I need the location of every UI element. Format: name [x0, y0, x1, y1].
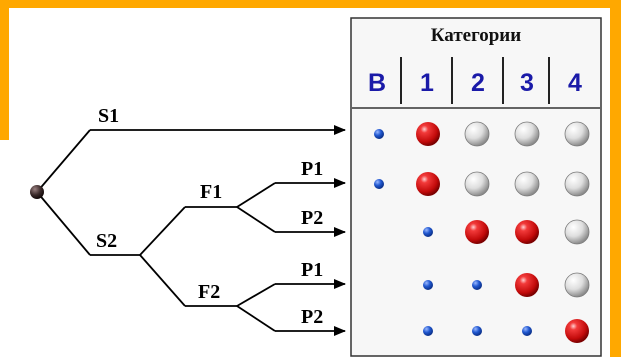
branch-f1-p2: [236, 206, 276, 233]
label-p2-upper: P2: [301, 207, 323, 229]
label-p1-upper: P1: [301, 158, 323, 180]
column-label-4: 4: [568, 69, 582, 97]
red-ball: [515, 220, 539, 244]
small-blue-dot: [423, 326, 433, 336]
white-ball: [564, 272, 590, 298]
label-p2-lower: P2: [301, 306, 323, 328]
small-blue-dot: [423, 280, 433, 290]
red-ball: [416, 122, 440, 146]
frame-top-bar: [0, 0, 621, 8]
tree-branches: [36, 125, 346, 336]
branch-root-s2: [36, 191, 91, 256]
branch-f2-p1: [236, 283, 276, 307]
small-blue-dot: [423, 227, 433, 237]
branch-f2-p2: [236, 305, 276, 332]
branch-s2-f2: [139, 254, 186, 307]
branch-s2-f1: [139, 206, 186, 256]
label-s1: S1: [98, 105, 119, 127]
label-s2: S2: [96, 230, 117, 252]
column-label-b: B: [368, 69, 386, 97]
small-blue-dot: [374, 129, 384, 139]
white-ball: [564, 121, 590, 147]
label-f1: F1: [200, 181, 222, 203]
red-ball: [416, 172, 440, 196]
frame-right-bar: [610, 0, 621, 357]
column-label-1: 1: [420, 69, 434, 97]
label-f2: F2: [198, 281, 220, 303]
red-ball: [565, 319, 589, 343]
red-ball: [515, 273, 539, 297]
white-ball: [564, 219, 590, 245]
white-ball: [464, 121, 490, 147]
root-node: [30, 185, 44, 199]
branch-f1-p1: [236, 182, 276, 208]
frame-left-bar: [0, 0, 9, 140]
table-title: Категории: [431, 25, 521, 46]
small-blue-dot: [522, 326, 532, 336]
column-label-2: 2: [471, 69, 485, 97]
branch-root-s1: [36, 129, 91, 193]
small-blue-dot: [472, 326, 482, 336]
white-ball: [514, 171, 540, 197]
small-blue-dot: [374, 179, 384, 189]
white-ball: [514, 121, 540, 147]
white-ball: [464, 171, 490, 197]
column-label-3: 3: [520, 69, 534, 97]
red-ball: [465, 220, 489, 244]
label-p1-lower: P1: [301, 259, 323, 281]
white-ball: [564, 171, 590, 197]
category-balls: [374, 121, 590, 343]
small-blue-dot: [472, 280, 482, 290]
